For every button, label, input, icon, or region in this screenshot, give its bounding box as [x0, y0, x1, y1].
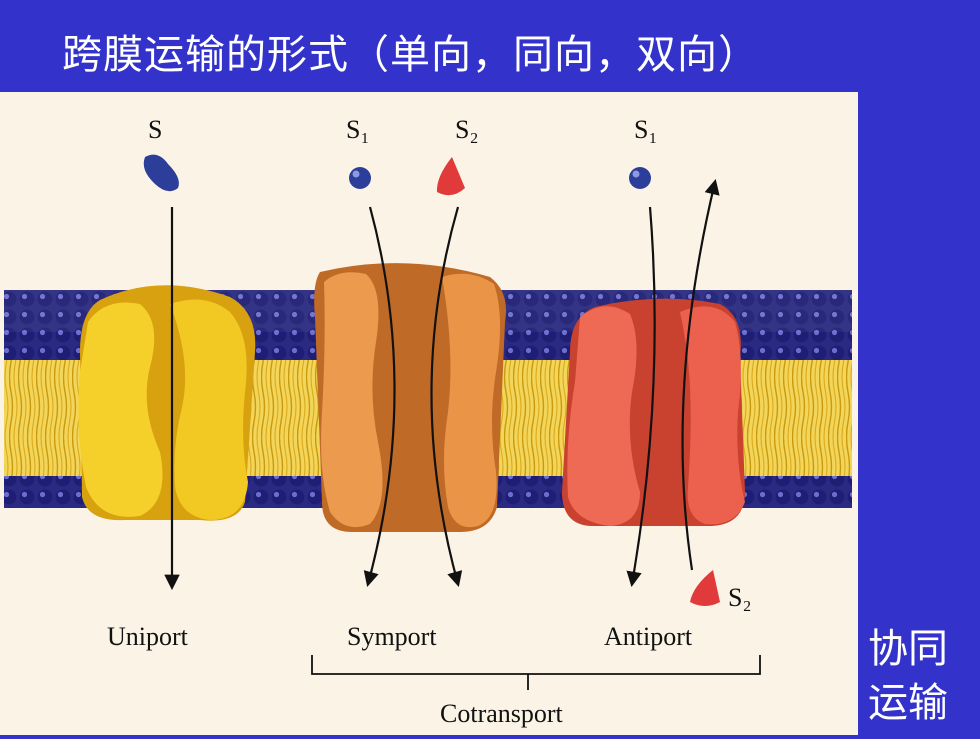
- side-note-line-2: 运输: [868, 680, 948, 726]
- label-s1-antiport: S₁: [634, 115, 658, 144]
- substrate-s1-antiport: [629, 167, 651, 189]
- antiporter-protein: [562, 298, 745, 526]
- side-note-line-1: 协同: [868, 626, 948, 672]
- label-uniport: Uniport: [107, 622, 189, 651]
- symport-arrow-s2: [430, 206, 463, 587]
- label-s2-symport: S₂: [455, 115, 479, 144]
- symporter-protein: [314, 263, 506, 532]
- label-antiport: Antiport: [604, 622, 693, 651]
- label-s: S: [148, 115, 162, 144]
- substrate-s1-symport: [349, 167, 371, 189]
- label-cotransport: Cotransport: [440, 699, 564, 728]
- substrate-s2-antiport: [690, 570, 720, 606]
- cotransport-bracket: [311, 655, 761, 690]
- membrane-transport-diagram: S S₁ S₂ S₁ S₂ Uniport Symport Antiport C…: [0, 92, 858, 735]
- substrate-s2-symport: [436, 157, 465, 196]
- slide-title: 跨膜运输的形式（单向，同向，双向）: [62, 32, 759, 78]
- symport-arrow-s1: [363, 206, 396, 587]
- label-s2-antiport: S₂: [728, 583, 752, 612]
- substrate-s1-symport-highlight: [352, 170, 360, 178]
- side-note: 协同 运输: [868, 622, 978, 730]
- antiport-arrow-s2: [681, 179, 720, 571]
- uniporter-protein: [78, 285, 256, 521]
- substrate-s1-antiport-highlight: [632, 170, 640, 178]
- substrate-s-blob: [143, 154, 179, 192]
- antiport-arrow-s1: [626, 206, 656, 588]
- label-symport: Symport: [347, 622, 437, 651]
- label-s1-symport: S₁: [346, 115, 370, 144]
